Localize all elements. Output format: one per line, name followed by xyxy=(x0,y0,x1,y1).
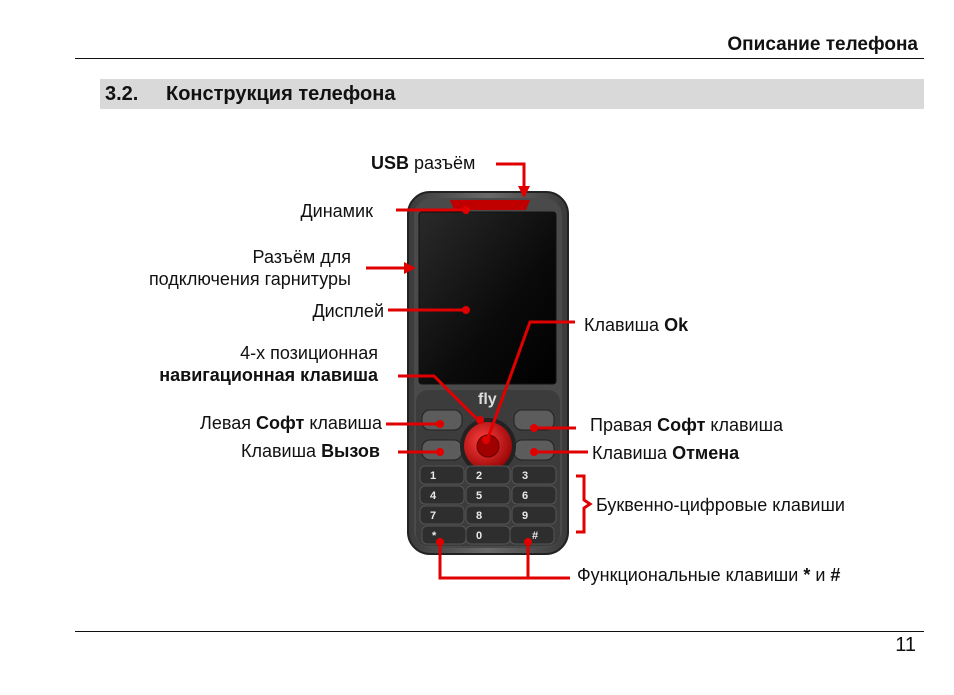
key-star: * xyxy=(432,530,437,542)
label-ok: Клавиша Ok xyxy=(584,314,688,336)
label-right-soft-bold: Софт xyxy=(657,415,706,435)
brand-logo: fly xyxy=(478,391,497,408)
key-0: 0 xyxy=(476,530,482,542)
label-right-soft-post: клавиша xyxy=(705,415,784,435)
section-number: 3.2. xyxy=(105,83,139,105)
key-5: 5 xyxy=(476,490,482,502)
label-headset-line2: подключения гарнитуры xyxy=(148,269,351,289)
key-2: 2 xyxy=(476,470,482,482)
label-call-bold: Вызов xyxy=(321,441,380,461)
header-title: Описание телефона xyxy=(727,34,918,55)
label-usb-bold: USB xyxy=(371,153,410,173)
label-left-soft-post: клавиша xyxy=(304,413,382,433)
label-cancel: Клавиша Отмена xyxy=(592,442,739,464)
speaker-grille xyxy=(450,200,530,210)
label-display: Дисплей xyxy=(312,301,384,321)
label-cancel-pre: Клавиша xyxy=(592,443,673,463)
label-func-hash: # xyxy=(830,565,841,585)
label-left-soft-pre: Левая xyxy=(200,413,256,433)
label-nav-line2: навигационная клавиша xyxy=(159,365,378,385)
section-title: Конструкция телефона xyxy=(166,83,396,105)
label-usb: USB разъём xyxy=(371,152,475,174)
label-headset-line1: Разъём для xyxy=(252,247,351,267)
label-ok-bold: Ok xyxy=(664,315,689,335)
key-6: 6 xyxy=(522,490,528,502)
label-func: Функциональные клавиши * и # xyxy=(577,564,840,586)
label-left-soft: Левая Софт клавиша xyxy=(200,412,382,434)
label-call: Клавиша Вызов xyxy=(241,440,380,462)
key-hash: # xyxy=(532,530,538,542)
label-alnum: Буквенно-цифровые клавиши xyxy=(596,495,845,515)
key-7: 7 xyxy=(430,510,436,522)
phone-body: 1 2 3 4 5 6 7 8 9 * 0 # fly xyxy=(407,191,569,555)
label-call-pre: Клавиша xyxy=(240,441,322,461)
callout-lines xyxy=(366,162,593,580)
label-func-star: * xyxy=(803,565,811,585)
key-4: 4 xyxy=(430,490,437,502)
header-rule xyxy=(75,58,924,59)
label-ok-pre: Клавиша xyxy=(584,315,665,335)
page-number: 11 xyxy=(895,634,916,656)
label-func-and: и xyxy=(810,565,831,585)
label-cancel-bold: Отмена xyxy=(672,443,740,463)
key-8: 8 xyxy=(476,510,482,522)
label-nav-line1: 4-х позиционная xyxy=(240,343,378,363)
display-screen xyxy=(418,211,557,385)
key-9: 9 xyxy=(522,510,528,522)
callout-markers xyxy=(404,186,538,546)
label-speaker: Динамик xyxy=(300,201,373,221)
section-heading: 3.2. Конструкция телефона xyxy=(100,79,924,109)
label-left-soft-bold: Софт xyxy=(256,413,305,433)
footer-rule xyxy=(75,631,924,632)
label-usb-text: разъём xyxy=(409,153,476,173)
key-3: 3 xyxy=(522,470,528,482)
label-right-soft-pre: Правая xyxy=(590,415,658,435)
key-labels: 1 2 3 4 5 6 7 8 9 * 0 # xyxy=(430,470,538,542)
label-right-soft: Правая Софт клавиша xyxy=(590,414,783,436)
key-1: 1 xyxy=(430,470,436,482)
label-func-pre: Функциональные клавиши xyxy=(577,565,804,585)
